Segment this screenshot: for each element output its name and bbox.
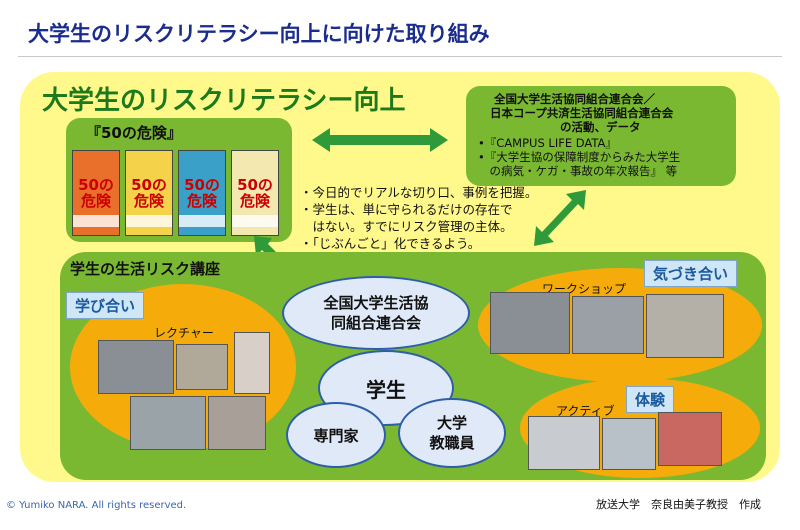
info-line-5: •『大学生協の保障制度からみた大学生 <box>478 150 681 164</box>
author-credit: 放送大学 奈良由美子教授 作成 <box>596 498 761 511</box>
book-cover-2: 50の危険 <box>125 150 173 236</box>
lecture-photo-3 <box>234 332 270 394</box>
active-photo-2 <box>602 418 656 470</box>
lecture-photo-5 <box>208 396 266 450</box>
title-divider <box>18 56 782 57</box>
info-line-3: の活動、データ <box>560 120 641 134</box>
arrow-info-risk <box>534 190 586 246</box>
kizukiai-tag: 気づき合い <box>644 260 738 287</box>
info-line-1: 全国大学生活協同組合連合会／ <box>494 92 655 106</box>
main-heading: 大学生のリスクリテラシー向上 <box>42 86 406 116</box>
coop-federation-label: 全国大学生活協 同組合連合会 <box>323 294 429 332</box>
lecture-photo-4 <box>130 396 206 450</box>
lecture-photo-2 <box>176 344 228 390</box>
book-cover-2-text: 50の危険 <box>131 176 167 210</box>
expert-node: 専門家 <box>286 402 386 468</box>
point-1: ・今日的でリアルな切り口、事例を把握。 <box>300 185 538 200</box>
lecture-label: レクチャー <box>154 326 214 340</box>
info-line-6: の病気・ケガ・事故の年次報告』 等 <box>478 164 678 178</box>
manabiai-tag: 学び合い <box>66 292 145 319</box>
active-photo-1 <box>528 416 600 470</box>
book-cover-4: 50の危険 <box>231 150 279 236</box>
point-3: はない。すでにリスク管理の主体。 <box>300 219 513 234</box>
workshop-photo-3 <box>646 294 724 358</box>
copyright-text: © Yumiko NARA. All rights reserved. <box>6 500 187 511</box>
book-cover-3-text: 50の危険 <box>184 176 220 210</box>
active-photo-3 <box>658 412 722 466</box>
active-label: アクティブ <box>556 404 615 418</box>
info-box <box>466 86 736 186</box>
info-line-2: 日本コープ共済生活協同組合連合会 <box>490 106 674 120</box>
student-label: 学生 <box>366 377 406 402</box>
risk-course-label: 学生の生活リスク講座 <box>70 260 221 278</box>
workshop-photo-2 <box>572 296 644 354</box>
taiken-tag: 体験 <box>626 386 675 413</box>
info-line-4: •『CAMPUS LIFE DATA』 <box>478 136 617 150</box>
coop-federation-node: 全国大学生活協 同組合連合会 <box>282 276 470 350</box>
slide-title: 大学生のリスクリテラシー向上に向けた取り組み <box>28 22 490 46</box>
book-cover-1: 50の危険 <box>72 150 120 236</box>
expert-label: 専門家 <box>313 426 359 445</box>
book-cover-3: 50の危険 <box>178 150 226 236</box>
point-2: ・学生は、単に守られるだけの存在で <box>300 202 513 217</box>
book-cover-4-text: 50の危険 <box>237 176 273 210</box>
point-4: ・「じぶんごと」化できるよう。 <box>300 236 481 251</box>
key-points: ・今日的でリアルな切り口、事例を把握。 ・学生は、単に守られるだけの存在で はな… <box>300 184 537 252</box>
workshop-photo-1 <box>490 292 570 354</box>
faculty-node: 大学 教職員 <box>398 398 506 468</box>
arrow-books-info <box>312 128 448 152</box>
book-cover-1-text: 50の危険 <box>78 176 114 210</box>
faculty-label: 大学 教職員 <box>429 414 475 452</box>
lecture-photo-1 <box>98 340 174 394</box>
book-section-title: 『50の危険』 <box>86 124 182 142</box>
